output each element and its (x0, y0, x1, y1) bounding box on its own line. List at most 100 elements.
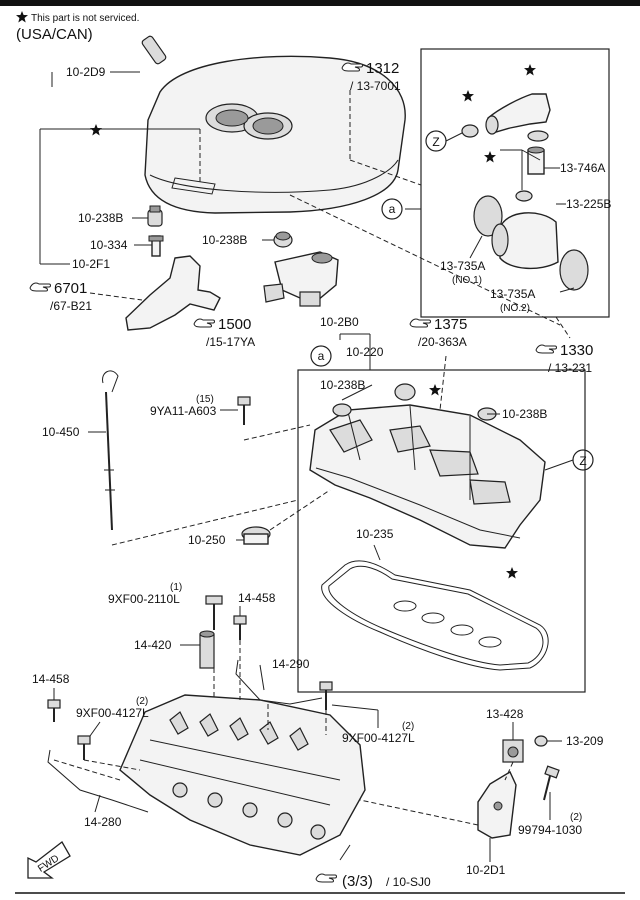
star-icon (429, 384, 441, 396)
ref-1330: 1330 (560, 342, 593, 359)
label-10-250: 10-250 (188, 533, 226, 547)
leader (89, 292, 143, 301)
air-hose-box (420, 48, 610, 318)
bolt-part (77, 735, 91, 760)
leader (269, 489, 331, 531)
label-13-209: 13-209 (566, 734, 604, 748)
label-10-220: 10-220 (346, 345, 384, 359)
label-14-458: 14-458 (32, 672, 70, 686)
label-10-238B: 10-238B (78, 211, 123, 225)
air-hose-parts (461, 93, 589, 291)
star-icon (484, 151, 496, 163)
label-10-235: 10-235 (356, 527, 394, 541)
bolt-part (47, 699, 61, 722)
leader (89, 721, 101, 737)
leader (243, 424, 311, 441)
ref-3-3-sub: / 10-SJ0 (386, 875, 431, 889)
cylinder-head-cover (309, 404, 546, 549)
sensor-bracket-part (477, 770, 517, 839)
leader (544, 459, 574, 471)
head-cover-gasket (321, 560, 549, 671)
ref-3-3: (3/3) (342, 873, 373, 890)
reference-hand-icon (193, 318, 215, 328)
label-13-735A: 13-735A (440, 259, 485, 273)
callout-a-mid: a (318, 349, 325, 363)
sensor-part (502, 739, 524, 763)
harness-bracket-part (47, 749, 149, 813)
leader (359, 799, 479, 826)
label-13-225B: 13-225B (566, 197, 611, 211)
solenoid-bolt-part (205, 595, 223, 630)
star-icon (16, 11, 28, 23)
reference-hand-icon (315, 873, 337, 883)
reference-hand-icon (29, 282, 51, 292)
leader (331, 704, 379, 711)
reference-hand-icon (535, 344, 557, 354)
callout-circle-icon (310, 345, 332, 367)
label-9XF00-4127L: 9XF00-4127L (342, 731, 415, 745)
not-serviced-note: This part is not serviced. (31, 13, 139, 24)
leader (439, 355, 447, 411)
emblem-part (141, 35, 167, 65)
callout-a-top: a (389, 202, 396, 216)
label-10-334: 10-334 (90, 238, 128, 252)
leader (445, 132, 463, 142)
label-13-735A: 13-735A (490, 287, 535, 301)
leader (559, 287, 575, 293)
label-10-238B: 10-238B (202, 233, 247, 247)
oil-control-valve-part (199, 630, 215, 669)
grommet-10-238B-left (147, 205, 163, 227)
leader (259, 664, 265, 691)
callout-z-mid: Z (579, 454, 586, 468)
star-icon (90, 124, 102, 136)
leader (373, 544, 381, 561)
oil-filler-cap (241, 526, 271, 545)
grommet-part (332, 403, 352, 417)
label-10-238B: 10-238B (502, 407, 547, 421)
fwd-arrow-icon: FWD (27, 841, 71, 879)
bolt-part (319, 681, 333, 710)
leader (469, 235, 483, 259)
label-13-746A: 13-746A (560, 161, 605, 175)
bolt-part (237, 396, 251, 425)
sensor-bolt-part (233, 615, 247, 640)
reference-hand-icon (341, 62, 363, 72)
label-14-280: 14-280 (84, 815, 122, 829)
label-14-290: 14-290 (272, 657, 310, 671)
ref-1500: 1500 (218, 316, 251, 333)
label-no1: (NO.1) (452, 275, 482, 286)
reference-hand-icon (409, 318, 431, 328)
callout-z-top: Z (432, 135, 439, 149)
dipstick-part (102, 370, 119, 531)
leader (289, 194, 561, 326)
region-label: (USA/CAN) (16, 26, 93, 43)
label-10-450: 10-450 (42, 425, 80, 439)
stud-10-334 (148, 235, 164, 257)
label-10-238B: 10-238B (320, 378, 365, 392)
clip-part (534, 735, 548, 747)
ref-1312-sub: / 13-7001 (350, 79, 401, 93)
grommet-part (394, 383, 416, 401)
ref-1312: 1312 (366, 60, 399, 77)
head-cover-box (297, 369, 586, 693)
label-10-2D9: 10-2D9 (66, 65, 106, 79)
label-qty-1: (1) (170, 582, 182, 593)
ref-1500-sub: /15-17YA (206, 335, 255, 349)
ref-6701-sub: /67-B21 (50, 299, 92, 313)
star-icon (524, 64, 536, 76)
label-14-420: 14-420 (134, 638, 172, 652)
grommet-10-238B-mid (273, 231, 293, 248)
label-qty-2: (2) (402, 721, 414, 732)
leader (83, 759, 141, 771)
leader (521, 149, 541, 161)
leader (53, 759, 121, 781)
cylinder-head (119, 694, 366, 856)
label-10-2F1: 10-2F1 (72, 257, 110, 271)
leader (339, 844, 351, 861)
label-9XF00-2110L: 9XF00-2110L (108, 592, 180, 606)
label-10-2D1: 10-2D1 (466, 863, 506, 877)
callout-circle-icon (381, 198, 403, 220)
top-rule (0, 0, 640, 6)
ref-1330-sub: / 13-231 (548, 361, 592, 375)
